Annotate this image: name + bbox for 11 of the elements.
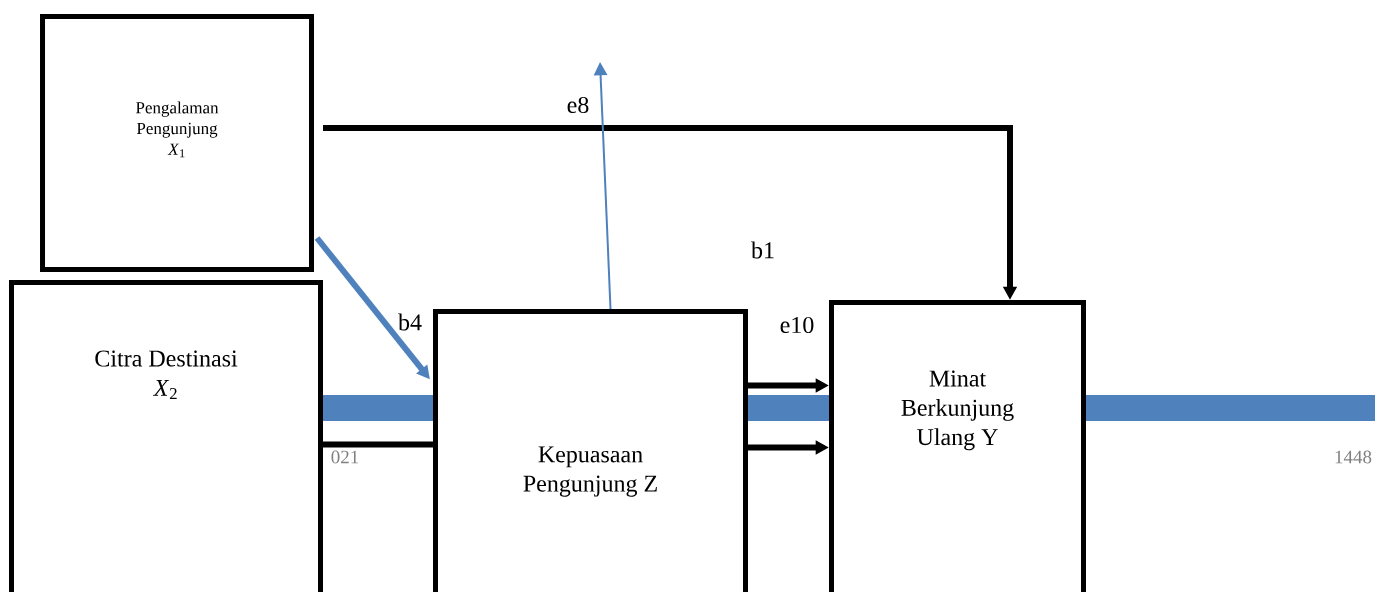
path-label: b4: [398, 313, 422, 331]
page-number: 1448: [1335, 450, 1372, 464]
path-label: e10: [780, 316, 814, 334]
variable-box: Citra Destinasi X$_{2}$: [9, 280, 323, 592]
variable-box: Minat Berkunjung Ulang Y: [829, 300, 1086, 592]
path-label: b1: [751, 241, 774, 259]
path-label: e8: [567, 96, 589, 114]
variable-box: Pengalaman Pengunjung X$_{1}$: [40, 14, 314, 272]
connector-line: [323, 441, 433, 448]
page-number: 021: [331, 450, 359, 464]
variable-box: Kepuasaan Pengunjung Z: [433, 309, 748, 592]
